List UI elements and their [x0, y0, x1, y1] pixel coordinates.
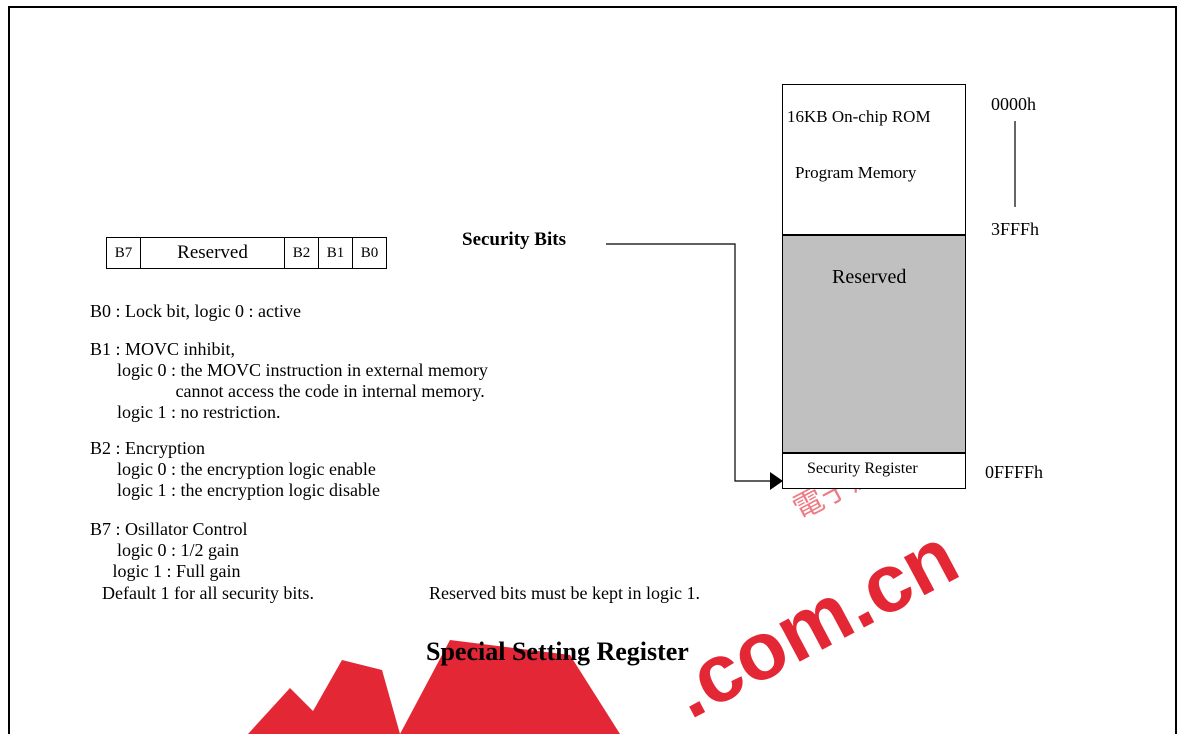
memory-block-security-register	[782, 453, 966, 489]
desc-b1-line4: logic 1 : no restriction.	[90, 402, 281, 422]
diagram-frame	[8, 6, 1177, 734]
desc-b2-line1: B2 : Encryption	[90, 438, 205, 458]
desc-b1-line1: B1 : MOVC inhibit,	[90, 339, 236, 359]
desc-b2-line2: logic 0 : the encryption logic enable	[90, 459, 376, 479]
bit-b1: B1	[318, 237, 353, 269]
desc-b7-line1: B7 : Osillator Control	[90, 519, 248, 539]
desc-b7-line3: logic 1 : Full gain	[90, 561, 241, 581]
register-bit-table: B7 Reserved B2 B1 B0	[106, 237, 387, 269]
desc-b0: B0 : Lock bit, logic 0 : active	[90, 301, 301, 321]
desc-b2-line3: logic 1 : the encryption logic disable	[90, 480, 380, 500]
security-register-label: Security Register	[807, 460, 918, 477]
reserved-note: Reserved bits must be kept in logic 1.	[429, 583, 700, 603]
default-note: Default 1 for all security bits.	[102, 583, 314, 603]
bit-b7: B7	[106, 237, 141, 269]
memory-block-reserved	[782, 235, 966, 453]
desc-b1-line3: cannot access the code in internal memor…	[90, 381, 485, 401]
bit-b2: B2	[284, 237, 319, 269]
address-0ffffh: 0FFFFh	[985, 462, 1044, 482]
reserved-block-label: Reserved	[832, 266, 907, 288]
rom-label: 16KB On-chip ROM	[787, 107, 931, 126]
security-bits-label: Security Bits	[462, 229, 566, 250]
bit-b0: B0	[352, 237, 387, 269]
bit-reserved: Reserved	[140, 237, 285, 269]
desc-b7-line2: logic 0 : 1/2 gain	[90, 540, 239, 560]
address-0000h: 0000h	[991, 94, 1036, 114]
page-title: Special Setting Register	[426, 637, 689, 666]
memory-block-rom	[782, 84, 966, 235]
desc-b1-line2: logic 0 : the MOVC instruction in extern…	[90, 360, 488, 380]
program-memory-label: Program Memory	[795, 163, 917, 182]
address-3fffh: 3FFFh	[991, 219, 1040, 239]
